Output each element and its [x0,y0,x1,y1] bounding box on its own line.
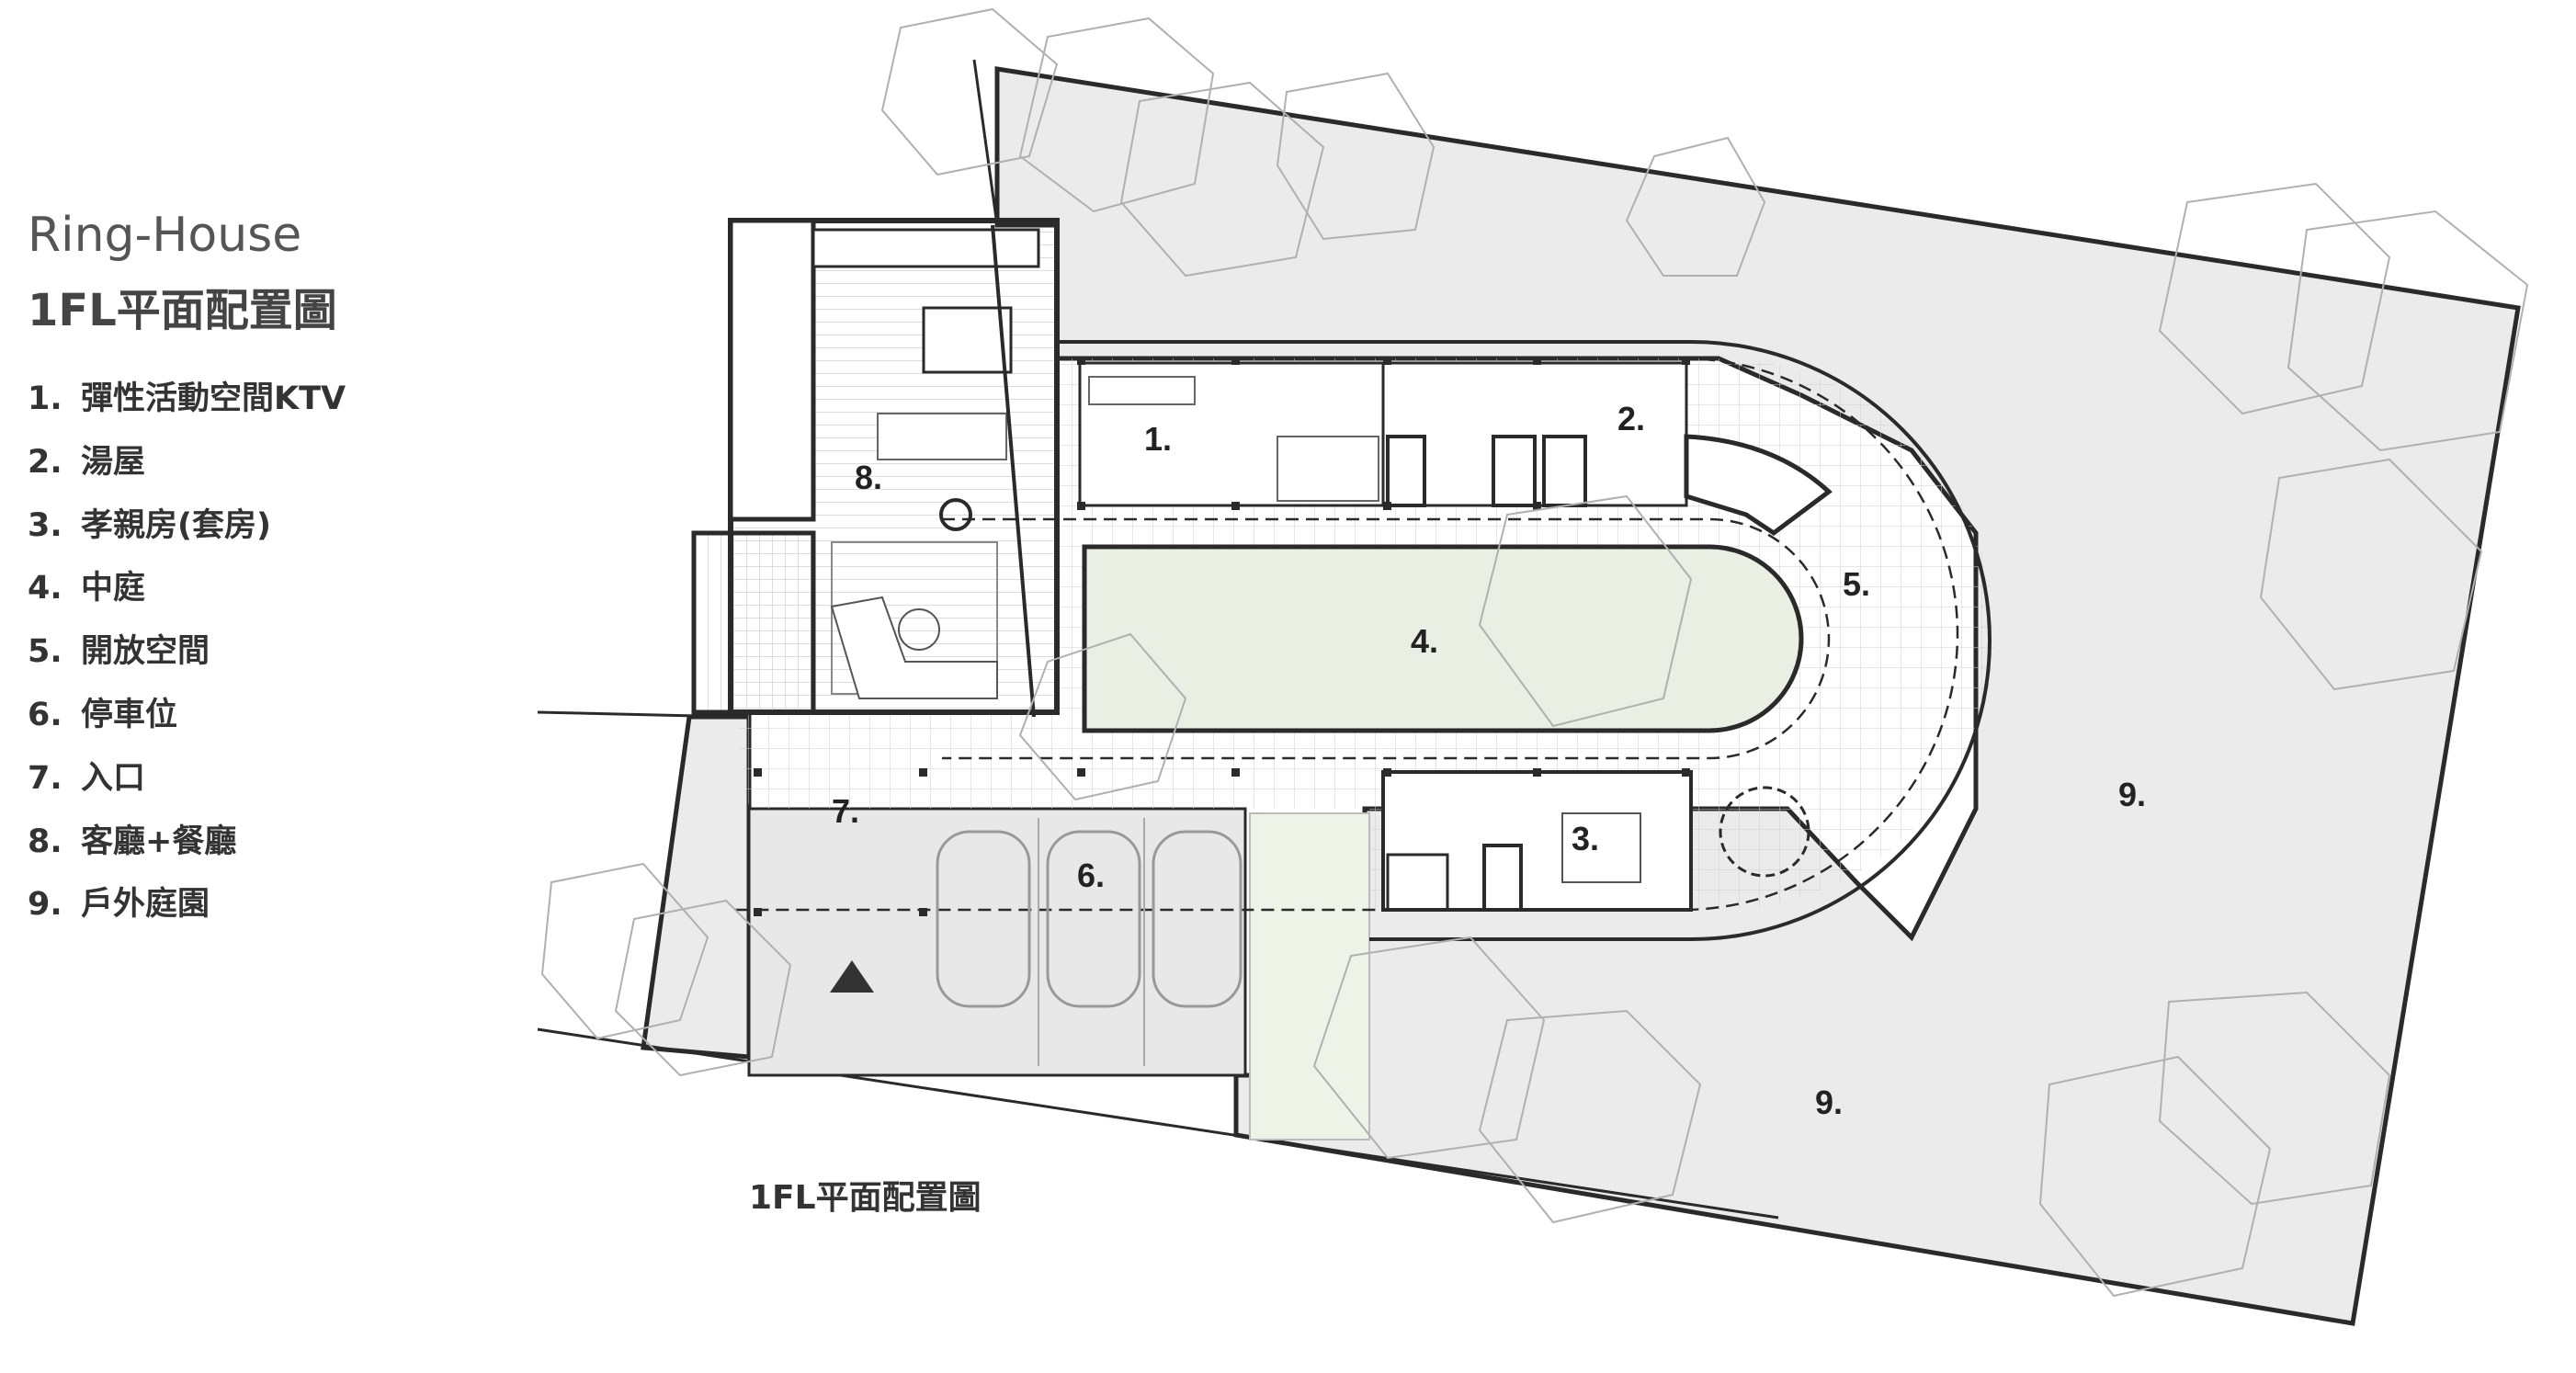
site-edge-line [537,1027,1779,1220]
room-label-living-dining: 8. [855,459,882,496]
tree-symbols [540,7,2529,1298]
bath-tub [1684,434,1833,537]
kitchen-island [922,306,1013,374]
ktv-counter [1088,376,1196,405]
legend-item: 5. 開放空間 [28,633,542,697]
project-title: Ring-House [28,208,302,263]
legend-item: 1. 彈性活動空間KTV [28,380,542,444]
suite-bed [1561,812,1641,883]
legend-item: 6. 停車位 [28,697,542,760]
legend-item: 3. 孝親房(套房) [28,507,542,571]
entrance-marker-icon [830,960,874,993]
round-planter [1719,786,1810,878]
driveway-strip [1249,812,1370,1140]
parking-area [747,807,1247,1077]
legend-item: 2. 湯屋 [28,444,542,507]
dining-lamp [939,498,972,531]
room-label-ktv: 1. [1144,420,1172,458]
courtyard-dashed-ring [942,517,1831,760]
sofa [830,596,998,699]
legend-item: 9. 戶外庭園 [28,886,542,949]
legend-label: 入口 [81,759,146,797]
legend-label: 停車位 [81,696,178,733]
legend-number: 6. [28,696,62,733]
coffee-table [898,608,940,651]
legend-label: 湯屋 [81,443,146,481]
legend-number: 1. [28,380,62,417]
room-label-garden: 9. [1815,1084,1843,1121]
courtyard [1082,544,1804,733]
column-markers [754,357,1690,916]
suite-bath [1386,853,1449,912]
legend-label: 中庭 [81,570,146,607]
room-label-open-space: 5. [1843,565,1870,603]
legend-label: 客廳+餐廳 [81,823,237,860]
legend-number: 9. [28,886,62,924]
room-label-entrance: 7. [832,792,859,830]
outer-ring-wall [1057,340,1992,941]
outer-dashed-ring [735,357,1959,912]
legend-number: 8. [28,823,62,860]
legend-panel: Ring-House 1FL平面配置圖 1. 彈性活動空間KTV 2. 湯屋 3. 孝… [28,211,542,949]
site-edge-line [972,59,999,226]
legend-number: 7. [28,759,62,797]
legend-item: 4. 中庭 [28,570,542,633]
legend-number: 4. [28,570,62,607]
legend-label: 彈性活動空間KTV [81,380,346,417]
site-garden-left [641,714,752,1060]
partition-wall [991,224,1036,718]
stair-core [728,218,816,522]
room-label-bath-house: 2. [1617,400,1645,437]
car-outline [1152,830,1243,1008]
legend-label: 戶外庭園 [81,886,210,924]
plan-subtitle: 1FL平面配置圖 [28,285,337,336]
suite-closet [1482,844,1523,912]
room-label-parents-suite: 3. [1572,820,1599,857]
legend-item: 8. 客廳+餐廳 [28,823,542,887]
car-outline [936,830,1031,1008]
room-label-parking: 6. [1077,857,1105,894]
bath-shower [1492,435,1537,507]
room-label-garden: 9. [2118,776,2146,813]
legend-label: 開放空間 [81,633,210,671]
legend-number: 3. [28,506,62,544]
legend-label: 孝親房(套房) [81,506,271,544]
ktv-bench [1277,436,1379,502]
dining-table [877,413,1007,460]
plan-caption: 1FL平面配置圖 [749,1179,982,1217]
side-room [691,530,816,715]
legend-item: 7. 入口 [28,760,542,823]
parents-suite [1381,770,1693,912]
legend-number: 2. [28,443,62,481]
room-label-courtyard: 4. [1411,622,1438,660]
legend-list: 1. 彈性活動空間KTV 2. 湯屋 3. 孝親房(套房) 4. 中庭 5. 開放空間 6… [28,380,542,949]
site-edge-line [537,710,736,719]
bath-closet [1386,435,1426,507]
ktv-room [1078,361,1385,507]
car-outline [1046,830,1141,1008]
kitchen-counter [811,228,1040,268]
legend-number: 5. [28,633,62,671]
